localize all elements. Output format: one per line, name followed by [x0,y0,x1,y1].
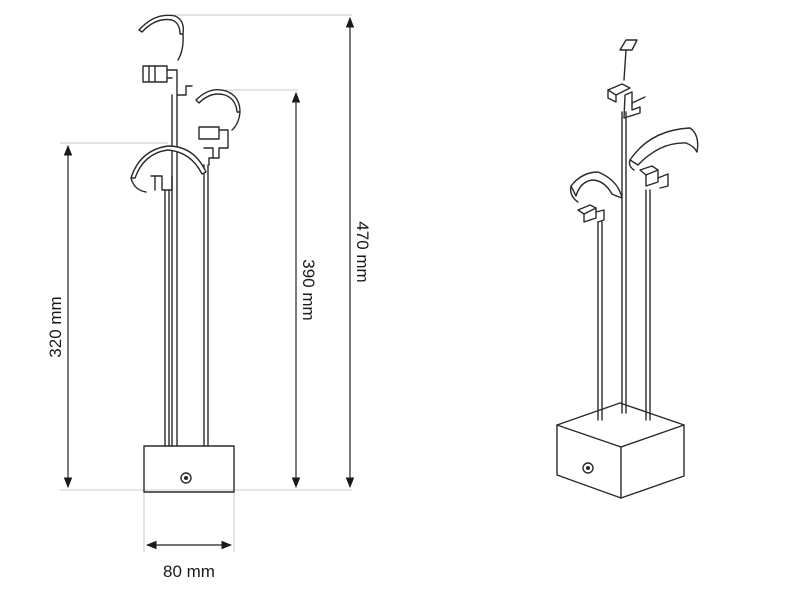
switch-button-front [180,472,192,484]
lamp-base-front [143,445,235,493]
lamp-base-iso [556,402,685,499]
lamp-head-left-iso [569,171,623,223]
dimension-label-80: 80 mm [163,562,215,581]
lamp-head-tall-front [138,14,193,96]
lamp-head-tall-iso [607,39,646,119]
lamp-head-short-front [130,145,207,193]
front-view: 320 mm 390 mm 470 mm 80 mm [46,14,372,581]
lamp-head-right-iso [628,127,699,189]
dimension-label-320: 320 mm [46,296,65,357]
isometric-view [556,39,699,499]
extension-lines [60,14,352,552]
dimension-label-390: 390 mm [299,259,318,320]
lamp-head-mid-front [195,88,241,166]
dimension-lines-front [63,16,355,550]
lamp-rods-iso [597,111,651,421]
switch-button-iso [582,462,594,474]
dimension-label-470: 470 mm [353,221,372,282]
lamp-rods-front [164,94,209,447]
